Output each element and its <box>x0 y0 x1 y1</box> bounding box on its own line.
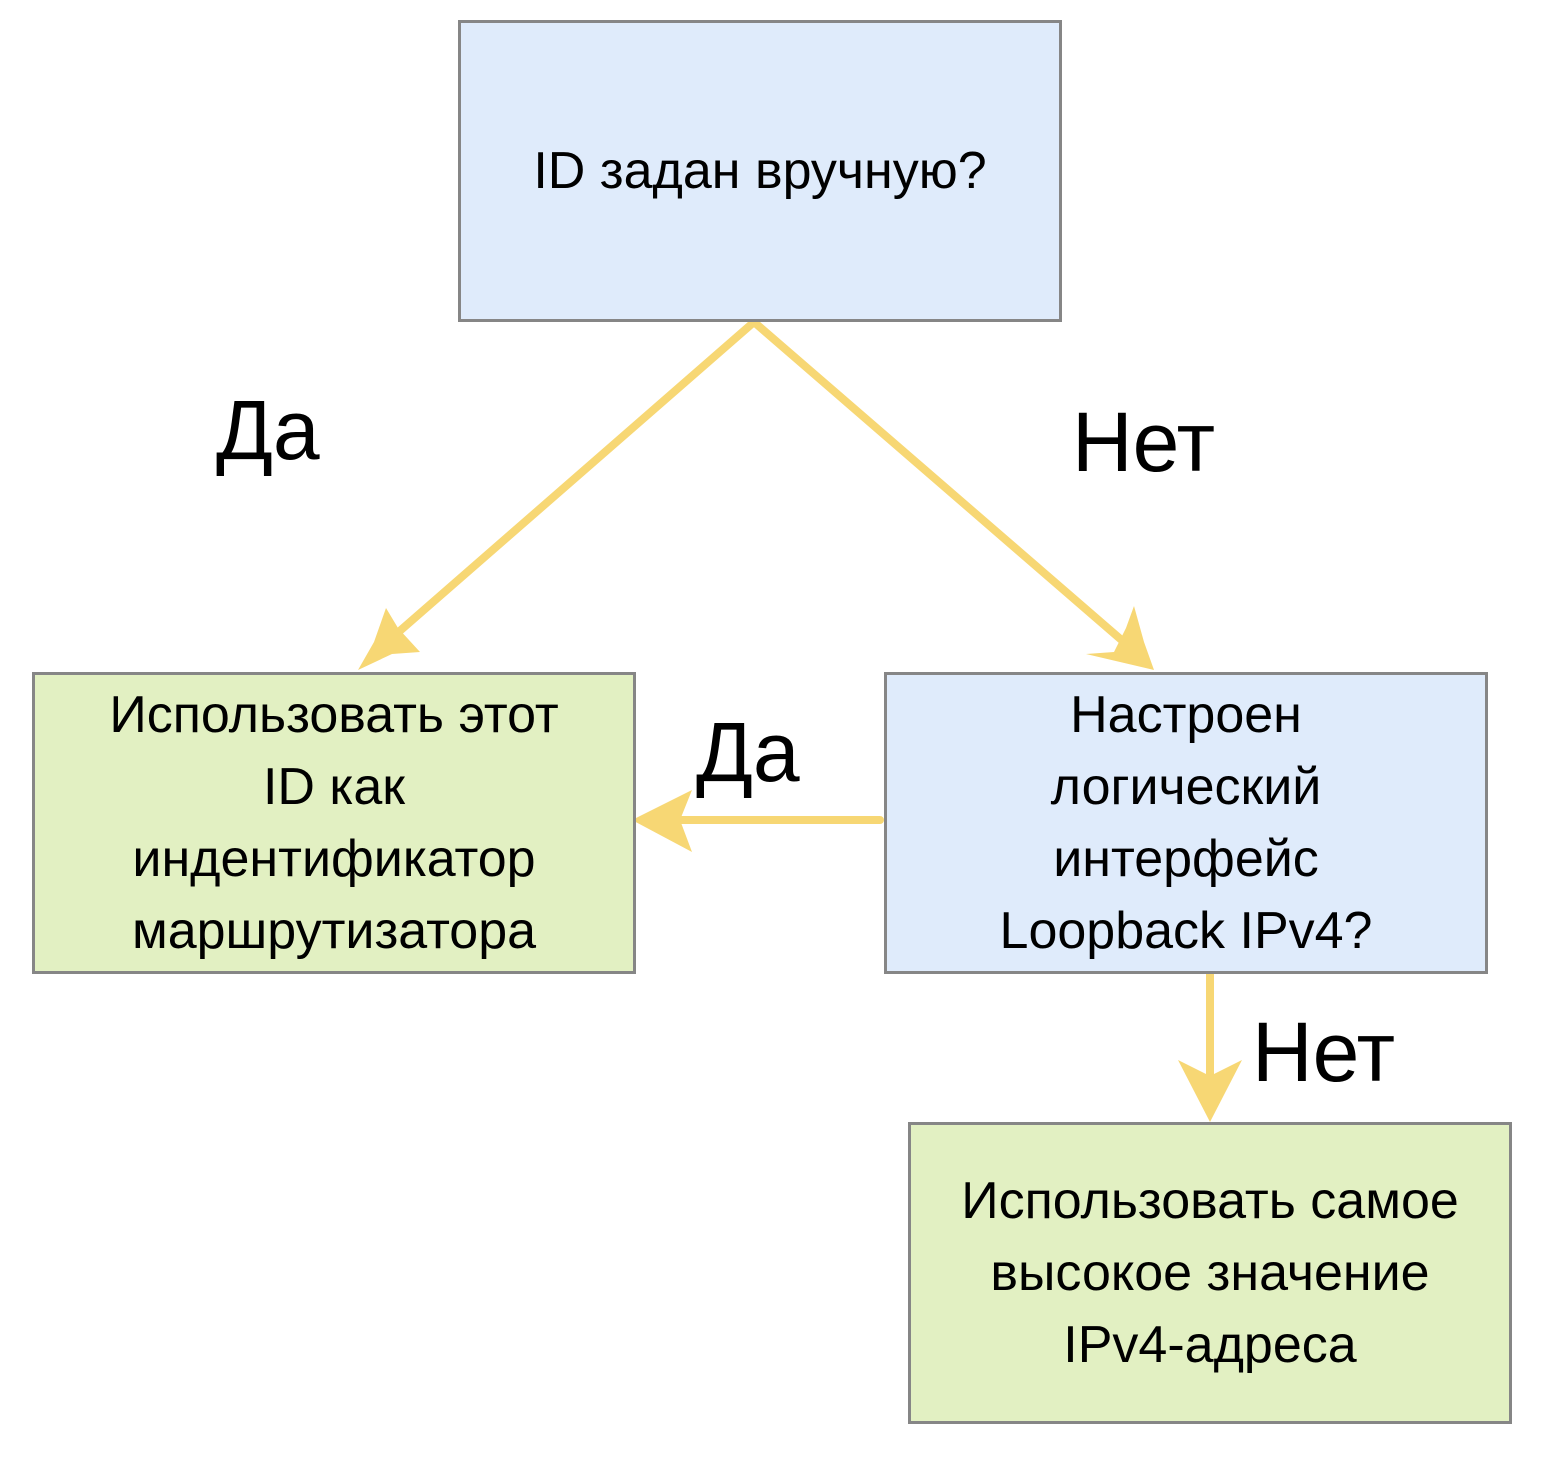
action-use-highest-ipv4: Использовать самое высокое значение IPv4… <box>908 1122 1512 1424</box>
edge-label-yes-loopback: Да <box>696 705 800 799</box>
action-use-highest-ipv4-text: Использовать самое высокое значение IPv4… <box>961 1172 1459 1374</box>
action-use-configured-id: Использовать этот ID как индентификатор … <box>32 672 636 974</box>
arrowhead-no-down-icon <box>1178 1060 1242 1122</box>
arrow-yes-left-line <box>382 318 758 647</box>
decision-loopback-configured-text: Настроен логический интерфейс Loopback I… <box>999 686 1373 960</box>
edge-label-no-manual: Нет <box>1072 395 1216 489</box>
arrowhead-no-right-icon <box>1086 606 1154 670</box>
decision-manual-id: ID задан вручную? <box>458 20 1062 322</box>
decision-loopback-configured: Настроен логический интерфейс Loopback I… <box>884 672 1488 974</box>
edge-label-yes-manual: Да <box>216 383 320 477</box>
arrowhead-yes-horizontal-icon <box>632 790 692 852</box>
arrowhead-yes-left-icon <box>358 608 420 670</box>
edge-label-no-loopback: Нет <box>1252 1005 1396 1099</box>
arrow-no-right-line <box>750 318 1129 647</box>
action-use-configured-id-text: Использовать этот ID как индентификатор … <box>109 686 559 960</box>
decision-manual-id-text: ID задан вручную? <box>533 142 987 200</box>
